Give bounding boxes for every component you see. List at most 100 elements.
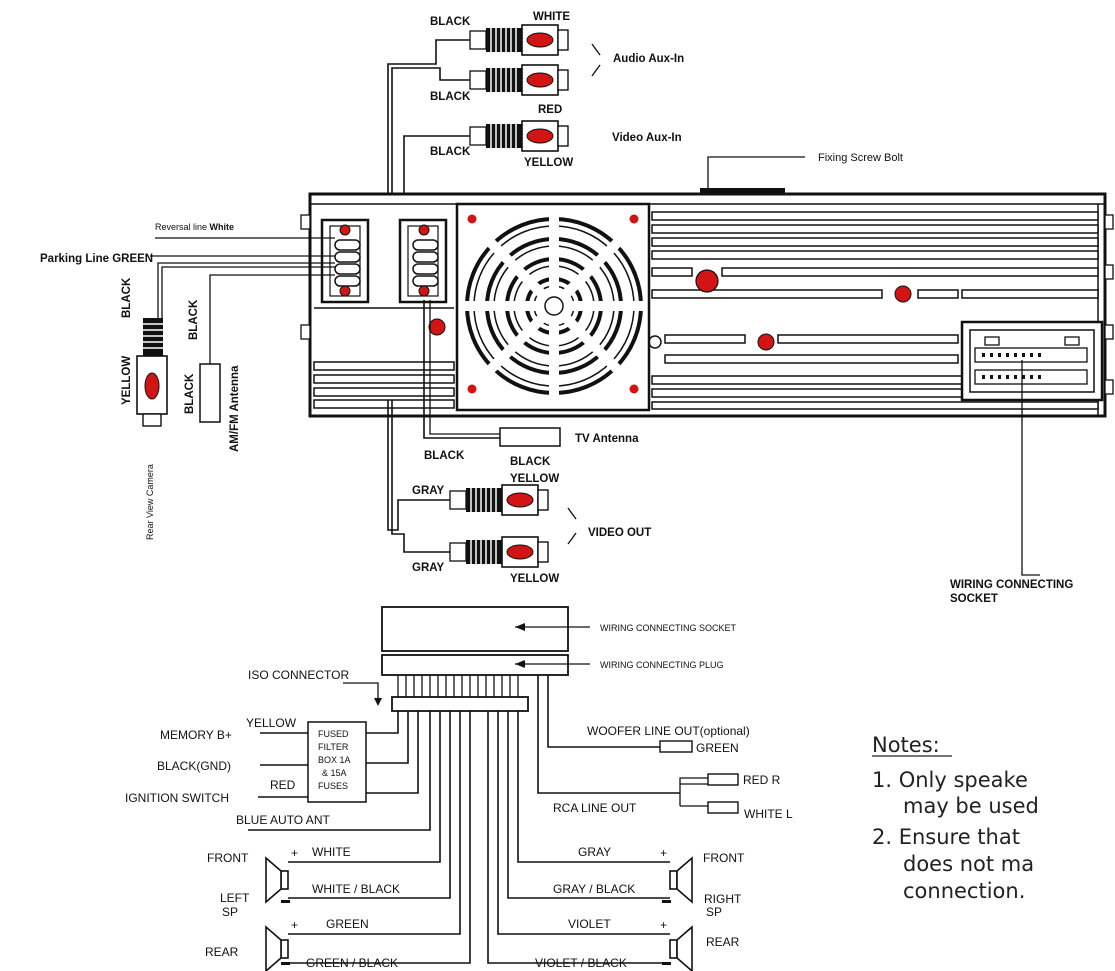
wire-ground-iso (366, 711, 409, 764)
label-blue-auto-ant: BLUE AUTO ANT (236, 813, 330, 827)
label-yellow: YELLOW (510, 573, 559, 585)
label-black: BLACK (430, 16, 471, 28)
speaker-icon (669, 926, 693, 971)
wire-rear-right-neg (487, 711, 670, 964)
notes-heading: Notes: (872, 733, 940, 757)
minus-sign (281, 962, 290, 965)
label-plus: + (660, 846, 667, 860)
arrow-line (343, 682, 379, 700)
bracket-line (591, 43, 601, 56)
minus-sign (662, 962, 671, 965)
wire-tv-antenna (423, 300, 500, 439)
label-black: BLACK (510, 456, 551, 468)
svg-text:BOX 1A: BOX 1A (318, 755, 351, 765)
wire-auto-ant (248, 711, 431, 831)
wire-camera-signal (157, 262, 335, 318)
label-sp: SP (222, 905, 238, 919)
bracket-line (591, 64, 601, 77)
label-front: FRONT (207, 851, 249, 865)
chassis-vents (651, 211, 1099, 410)
label-wiring-connecting: WIRING CONNECTING (950, 579, 1073, 591)
label-yellow: YELLOW (121, 356, 133, 405)
label-black: BLACK (188, 299, 200, 340)
speaker-icon (265, 857, 289, 903)
label-violet: VIOLET (568, 917, 611, 931)
svg-text:FUSES: FUSES (318, 781, 348, 791)
connector-block-left (320, 218, 370, 304)
label-black: BLACK (121, 277, 133, 318)
label-iso-connector: ISO CONNECTOR (248, 668, 349, 682)
label-right: RIGHT (704, 892, 742, 906)
label-iso-plug: WIRING CONNECTING PLUG (600, 660, 724, 670)
tv-antenna-plug (499, 427, 561, 447)
label-ignition-switch: IGNITION SWITCH (125, 791, 229, 805)
wire-rear-left-neg (288, 711, 471, 964)
rca-plug-icon (469, 24, 569, 56)
wire-front-left-pos (288, 711, 441, 863)
label-black: BLACK (424, 450, 465, 462)
label-black: BLACK (184, 373, 196, 414)
wire-front-right-pos (517, 711, 670, 863)
bracket-line (567, 507, 577, 520)
wire-audio-white (387, 39, 470, 400)
screw-hole (757, 333, 775, 351)
label-woofer-line-out: WOOFER LINE OUT(optional) (587, 724, 750, 738)
label-black-gnd: BLACK(GND) (157, 759, 231, 773)
rca-plug-icon (469, 120, 569, 152)
wire-woofer (547, 675, 660, 748)
wire-am-fm-antenna (209, 274, 335, 364)
label-video-out: VIDEO OUT (588, 527, 651, 539)
minus-sign (662, 900, 671, 903)
wire-camera-ground (161, 266, 335, 318)
label-green: GREEN (326, 917, 369, 931)
label-socket: SOCKET (950, 593, 998, 605)
wire-video-out-1 (387, 400, 450, 531)
label-rear: REAR (205, 945, 239, 959)
minus-sign (281, 900, 290, 903)
rca-plug-icon (469, 64, 569, 96)
rca-plug-icon (449, 536, 549, 568)
wire-audio-red (391, 67, 470, 400)
wire-tv-antenna-shield (429, 300, 500, 435)
iso-wiring-plug (381, 654, 569, 676)
label-green-black: GREEN / BLACK (306, 956, 398, 970)
arrow-head (515, 660, 525, 668)
label-white: WHITE (533, 11, 570, 23)
label-red-r: RED R (743, 773, 781, 787)
wire-memory-iso (366, 711, 399, 734)
wiring-connecting-socket (960, 320, 1104, 402)
label-tv-antenna: TV Antenna (575, 433, 639, 445)
label-rca-line-out: RCA LINE OUT (553, 801, 637, 815)
notes-item-2-line-2: does not ma (903, 852, 1034, 876)
screw-hole (894, 285, 912, 303)
wire-front-left-neg (288, 711, 451, 899)
socket-callout-line (1021, 360, 1040, 576)
label-green: GREEN (696, 741, 739, 755)
label-gray: GRAY (578, 845, 611, 859)
label-black: BLACK (430, 91, 471, 103)
rca-plug-icon (449, 484, 549, 516)
label-plus: + (660, 918, 667, 932)
arrow-head (515, 623, 525, 631)
notes-item-2-line-3: connection. (903, 879, 1025, 903)
notes-item-1-line-1: 1. Only speake (872, 768, 1028, 792)
notes-item-2-line-1: 2. Ensure that (872, 825, 1020, 849)
svg-text:& 15A: & 15A (322, 768, 347, 778)
label-red: RED (538, 104, 562, 116)
bracket-line (567, 532, 577, 545)
label-rear-view-camera: Rear View Camera (145, 464, 155, 540)
label-gray: GRAY (412, 562, 444, 574)
label-iso-socket: WIRING CONNECTING SOCKET (600, 623, 737, 633)
label-plus: + (291, 846, 298, 860)
wire-rear-left-pos (288, 711, 461, 935)
iso-connector-pins (397, 675, 519, 697)
label-gray: GRAY (412, 485, 444, 497)
label-red: RED (270, 778, 296, 792)
rca-plug-icon (136, 318, 168, 427)
fuse-box-icon: FUSED FILTER BOX 1A & 15A FUSES (307, 721, 367, 803)
rca-plug-white (707, 801, 739, 814)
label-am-fm-antenna: AM/FM Antenna (229, 365, 241, 452)
arrow-head (374, 698, 382, 706)
